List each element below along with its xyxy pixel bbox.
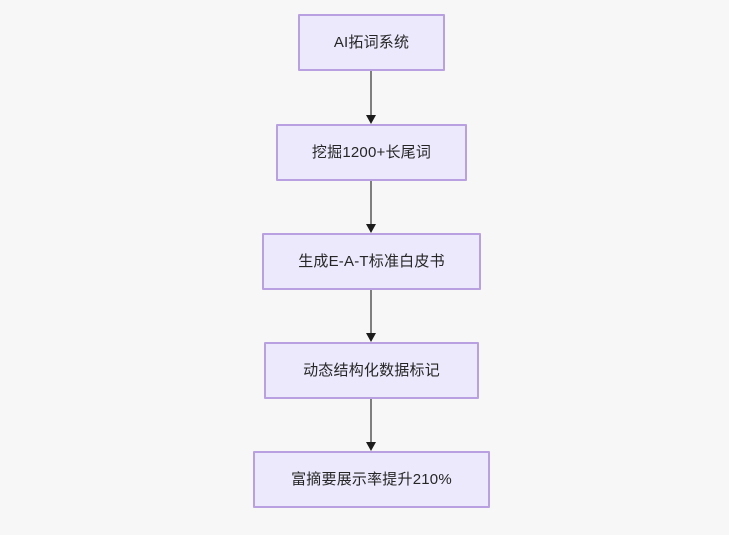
node-label: 动态结构化数据标记 bbox=[303, 362, 440, 379]
flowchart-node-dynamic-structured-data-markup[interactable]: 动态结构化数据标记 bbox=[264, 342, 479, 399]
flowchart-arrow-2 bbox=[366, 181, 376, 233]
node-label: 富摘要展示率提升210% bbox=[291, 471, 452, 488]
flowchart-arrow-4 bbox=[366, 399, 376, 451]
flowchart-arrow-3 bbox=[366, 290, 376, 342]
flowchart-node-generate-eat-whitepaper[interactable]: 生成E-A-T标准白皮书 bbox=[262, 233, 481, 290]
flowchart-node-ai-keyword-system[interactable]: AI拓词系统 bbox=[298, 14, 445, 71]
flowchart-node-mine-longtail-keywords[interactable]: 挖掘1200+长尾词 bbox=[276, 124, 467, 181]
flowchart-arrow-1 bbox=[366, 71, 376, 124]
node-label: AI拓词系统 bbox=[333, 34, 410, 51]
node-label: 挖掘1200+长尾词 bbox=[311, 144, 432, 161]
node-label: 生成E-A-T标准白皮书 bbox=[298, 253, 445, 270]
flowchart-node-rich-snippet-impression-uplift[interactable]: 富摘要展示率提升210% bbox=[253, 451, 490, 508]
